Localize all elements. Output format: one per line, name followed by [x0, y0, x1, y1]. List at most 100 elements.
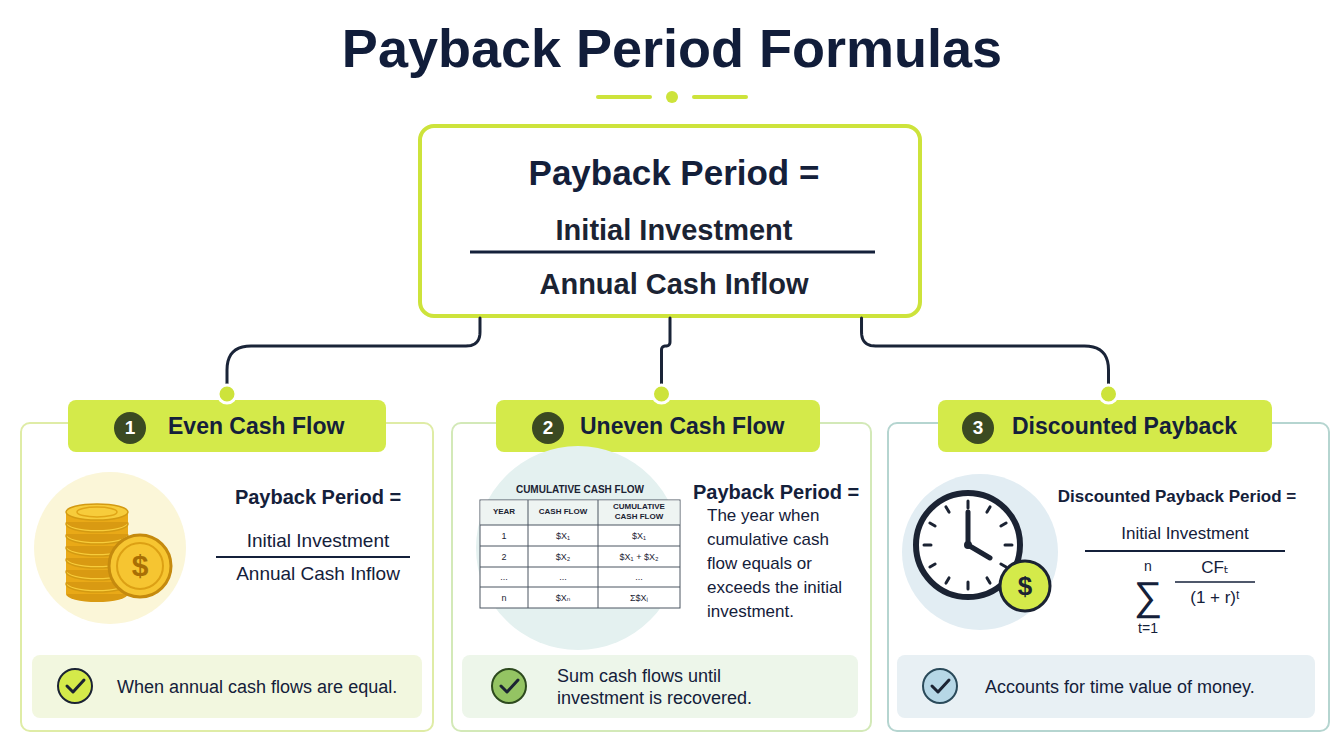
clock-hub [964, 541, 972, 549]
clock-tick [987, 578, 990, 583]
coin [66, 514, 128, 530]
check-badge [58, 669, 92, 703]
clock-hand [968, 545, 990, 558]
coin [66, 586, 128, 602]
title-rule [598, 95, 650, 99]
clock-hand [966, 512, 971, 545]
clock-tick [1005, 544, 1012, 547]
title-dot [666, 91, 678, 103]
connector-dot [218, 385, 236, 403]
clock-tick [946, 578, 949, 583]
coin [66, 540, 128, 556]
table-rule [480, 567, 680, 568]
note-strip: Accounts for time value of money. [897, 655, 1315, 718]
clock-tick [930, 523, 935, 526]
big-coin-rim [117, 543, 163, 589]
note-strip: Sum cash flows until investment is recov… [462, 655, 858, 718]
fraction-bar [1175, 581, 1255, 583]
coin-stack [66, 504, 128, 602]
clock-tick [946, 507, 949, 512]
big-coin [109, 535, 171, 597]
formula-heading: Payback Period = [208, 485, 428, 509]
fraction-bar [1085, 550, 1285, 552]
clock-tick [1001, 564, 1006, 567]
coin [66, 524, 128, 534]
coin [66, 572, 128, 582]
coin [66, 504, 128, 520]
check-mark [67, 680, 84, 692]
fraction-bar [216, 556, 410, 558]
check-badge [923, 669, 957, 703]
connector [227, 318, 480, 398]
table-rule [480, 587, 680, 588]
step-number: 1 [114, 412, 146, 444]
check-mark [501, 680, 518, 692]
note-text: When annual cash flows are equal. [117, 655, 417, 718]
clock-ticks [924, 501, 1012, 589]
coin [66, 584, 128, 594]
step-number: 2 [532, 412, 564, 444]
coin [66, 562, 128, 578]
coin [66, 548, 128, 558]
table-rule [598, 500, 599, 608]
illustration-backdrop [34, 472, 186, 624]
coin [66, 526, 128, 542]
coin [66, 574, 128, 590]
formula-denominator: Annual Cash Inflow [422, 266, 926, 302]
coin [66, 538, 128, 554]
formula-heading: Discounted Payback Period = [1027, 486, 1327, 507]
clock-face [916, 493, 1020, 597]
table-rule [528, 500, 529, 608]
table-header [481, 501, 680, 526]
coin [66, 528, 128, 544]
formula-numerator: Initial Investment [208, 529, 428, 552]
connector [862, 318, 1109, 398]
sum-lower-limit: t=1 [1123, 620, 1173, 636]
note-strip: When annual cash flows are equal. [32, 655, 422, 718]
connector-dot [653, 385, 671, 403]
clock-coin [1000, 561, 1050, 611]
note-text: Sum cash flows until investment is recov… [557, 655, 797, 718]
formula-box: Payback Period =Initial InvestmentAnnual… [418, 124, 922, 318]
coin [66, 564, 128, 580]
sum-term-denominator: (1 + r)ᵗ [1163, 588, 1267, 608]
method-panel: 1Even Cash FlowPayback Period =Initial I… [20, 398, 434, 732]
coin-rim [77, 507, 117, 517]
table-frame [480, 500, 680, 608]
check-mark [932, 680, 949, 692]
coin [66, 512, 128, 522]
step-number: 3 [962, 412, 994, 444]
coin [66, 576, 128, 592]
illustration-backdrop [902, 474, 1058, 630]
coin [66, 560, 128, 570]
sum-sign: ∑ [1128, 574, 1168, 618]
connector [662, 318, 671, 398]
method-panel: 3Discounted PaybackDiscounted Payback Pe… [887, 398, 1330, 732]
note-text: Accounts for time value of money. [985, 655, 1305, 718]
clock-tick [987, 507, 990, 512]
clock-tick [924, 544, 931, 547]
illustration-backdrop [476, 446, 680, 650]
clock-tick [1001, 523, 1006, 526]
clock-tick [930, 564, 935, 567]
diagram-title: Payback Period Formulas [0, 16, 1344, 80]
formula-heading: Payback Period = [693, 480, 868, 504]
coin [66, 550, 128, 566]
coin [66, 552, 128, 568]
formula-heading: Payback Period = [422, 152, 926, 194]
formula-denominator: Annual Cash Inflow [208, 562, 428, 585]
formula-description: The year when cumulative cash flow equal… [707, 504, 862, 624]
formula-numerator: Initial Investment [1085, 523, 1285, 544]
sum-upper-limit: n [1136, 558, 1160, 574]
coin [66, 516, 128, 532]
sum-term-numerator: CFₜ [1175, 558, 1255, 578]
clock-tick [967, 582, 970, 589]
table-rule [480, 546, 680, 547]
table-rule [480, 525, 680, 526]
title-rule [694, 95, 746, 99]
check-badge [492, 669, 526, 703]
method-panel: 2Uneven Cash FlowPayback Period =The yea… [451, 398, 872, 732]
clock-tick [967, 501, 970, 508]
